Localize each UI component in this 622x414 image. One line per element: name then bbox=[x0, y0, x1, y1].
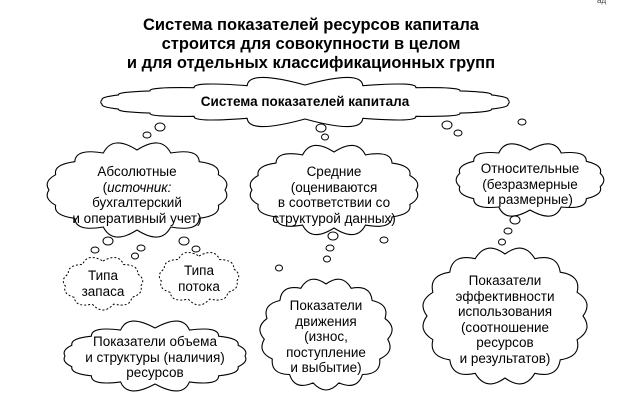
movement-line-4: поступление bbox=[286, 344, 366, 360]
volume-line-3: ресурсов bbox=[126, 365, 184, 380]
main-cloud-label: Система показателей капитала bbox=[200, 94, 410, 109]
main-cloud bbox=[100, 76, 510, 128]
flow-type-line-1: Типа bbox=[183, 263, 214, 278]
main-trail-bubble-6 bbox=[453, 129, 463, 137]
efficiency-line-4: (соотношение bbox=[460, 319, 550, 335]
average-trail-bubble-3 bbox=[323, 255, 331, 263]
movement-line-1: Показатели bbox=[289, 298, 363, 313]
absolute-line-3: бухгалтерский bbox=[92, 195, 182, 210]
relative-line-3: и размерные) bbox=[487, 192, 573, 207]
absolute-cloud-label: Абсолютные (источник: бухгалтерский и оп… bbox=[52, 164, 222, 226]
volume-cloud-label: Показатели объема и структуры (наличия) … bbox=[70, 334, 240, 381]
main-trail-bubble-3 bbox=[315, 123, 327, 133]
relative-line-2: (безразмерные bbox=[482, 176, 578, 192]
stock-type-cloud-label: Типа запаса bbox=[68, 268, 138, 299]
relative-cloud bbox=[455, 143, 605, 217]
title-line-2: строится для совокупности в целом bbox=[161, 35, 461, 53]
efficiency-line-1: Показатели bbox=[468, 273, 542, 288]
relative-line-1: Относительные bbox=[480, 161, 580, 176]
absolute-trail-bubble-2 bbox=[90, 246, 100, 254]
average-trail-bubble-5 bbox=[379, 236, 389, 244]
absolute-trail-bubble-6 bbox=[131, 252, 139, 260]
average-line-2: (оцениваются bbox=[290, 179, 378, 195]
absolute-line-4: и оперативный учет) bbox=[72, 210, 202, 226]
relative-trail-bubble-2 bbox=[503, 227, 513, 235]
relative-cloud-label: Относительные (безразмерные и размерные) bbox=[460, 161, 600, 208]
average-trail-bubble-1 bbox=[327, 231, 339, 241]
title-line-3: и для отдельных классификационных групп bbox=[126, 54, 496, 72]
efficiency-line-5: ресурсов bbox=[476, 335, 534, 350]
efficiency-line-6: и результатов) bbox=[459, 350, 551, 366]
relative-trail-bubble-1 bbox=[509, 215, 521, 225]
average-cloud-label: Средние (оцениваются в соответствии со с… bbox=[254, 164, 414, 226]
average-line-3: в соответствии со bbox=[277, 195, 391, 210]
average-line-1: Средние bbox=[306, 164, 362, 179]
main-trail-bubble-5 bbox=[441, 120, 453, 130]
volume-line-2: и структуры (наличия) bbox=[85, 349, 225, 365]
stock-type-cloud bbox=[62, 257, 144, 311]
efficiency-line-2: эффективности bbox=[455, 288, 555, 304]
average-cloud bbox=[249, 144, 419, 236]
absolute-trail-bubble-3 bbox=[178, 236, 190, 246]
flow-type-line-2: потока bbox=[178, 278, 220, 294]
flow-type-cloud-label: Типа потока bbox=[164, 263, 234, 294]
absolute-line-2-open: ( bbox=[102, 179, 108, 195]
absolute-trail-bubble-1 bbox=[102, 236, 114, 246]
efficiency-cloud bbox=[422, 247, 588, 385]
stock-type-line-1: Типа bbox=[87, 268, 118, 283]
main-trail-bubble-4 bbox=[321, 133, 329, 141]
average-trail-bubble-4 bbox=[275, 264, 283, 272]
movement-cloud-label: Показатели движения (износ, поступление … bbox=[266, 298, 386, 376]
volume-line-1: Показатели объема bbox=[93, 334, 217, 349]
efficiency-line-3: использования bbox=[457, 304, 553, 319]
movement-line-3: (износ, bbox=[304, 329, 348, 344]
movement-line-5: и выбытие) bbox=[290, 360, 362, 375]
flow-type-cloud bbox=[158, 252, 240, 306]
main-trail-bubble-2 bbox=[142, 131, 152, 139]
diagram-title: Система показателей ресурсов капитала ст… bbox=[0, 16, 622, 73]
movement-line-2: движения bbox=[295, 313, 357, 329]
absolute-line-2: (источник: bbox=[52, 180, 222, 196]
efficiency-cloud-label: Показатели эффективности использования (… bbox=[435, 273, 575, 366]
main-trail-bubble-1 bbox=[154, 122, 166, 132]
absolute-cloud bbox=[46, 142, 228, 238]
corner-mark: ад bbox=[597, 0, 607, 5]
absolute-source-label: источник: bbox=[107, 179, 172, 195]
average-trail-bubble-2 bbox=[325, 244, 335, 252]
relative-trail-bubble-3 bbox=[498, 238, 506, 246]
absolute-line-1: Абсолютные bbox=[97, 164, 177, 179]
average-line-4: структурой данных) bbox=[272, 210, 396, 226]
absolute-trail-bubble-5 bbox=[136, 244, 146, 252]
main-trail-bubble-7 bbox=[517, 118, 527, 126]
volume-cloud bbox=[63, 320, 247, 392]
stock-type-line-2: запаса bbox=[81, 283, 125, 299]
movement-cloud bbox=[259, 278, 393, 391]
title-line-1: Система показателей ресурсов капитала bbox=[143, 16, 479, 34]
absolute-trail-bubble-4 bbox=[191, 245, 201, 253]
